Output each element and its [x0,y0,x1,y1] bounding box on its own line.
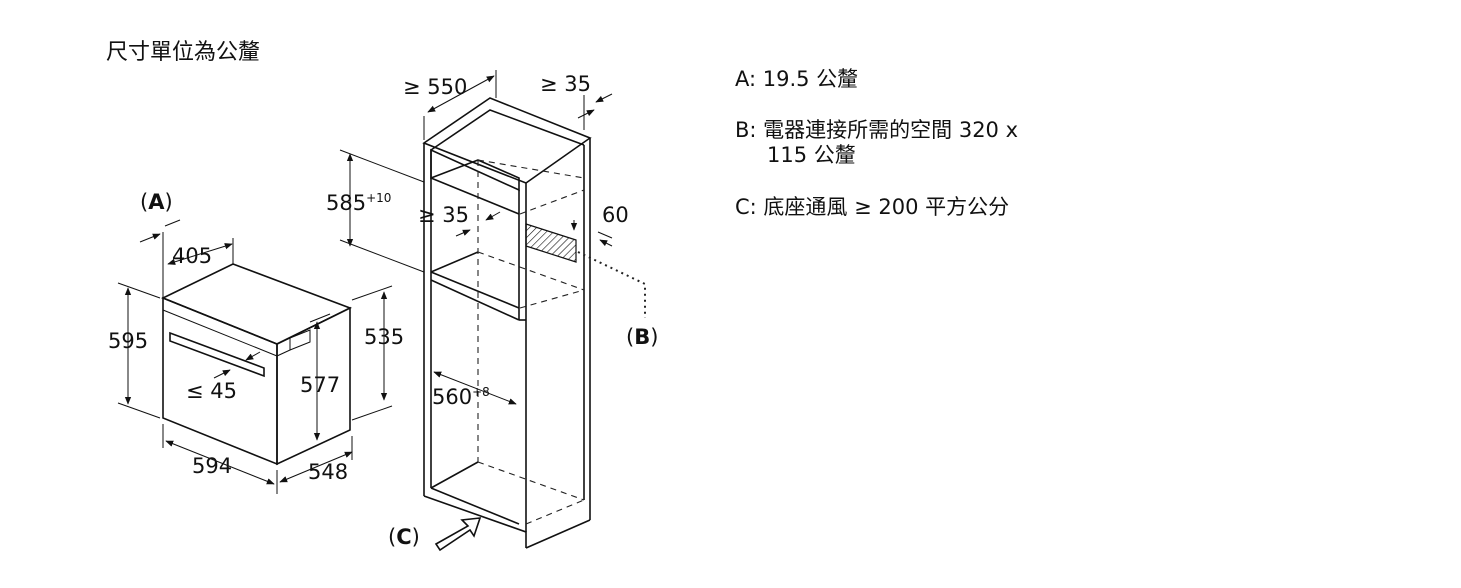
callout-b-letter: B [634,325,651,349]
cabinet-dimensions [339,70,613,552]
oven-depth-top-dim: 405 [172,244,213,268]
oven-right-height-dim: 535 [364,325,405,349]
handle-dim: ≤ 45 [186,379,237,403]
niche-width-tolerance: +8 [472,385,490,399]
callout-a-letter: A [148,190,165,214]
oven-height-dim: 595 [108,329,149,353]
front-gap-dim: ≥ 35 [418,203,469,227]
oven-depth-dim: 548 [308,460,349,484]
callout-c: (C) [388,525,420,549]
niche-width-dim: 560+8 [432,386,490,408]
oven-drawing [161,263,353,466]
unit-note: 尺寸單位為公釐 [106,40,261,65]
niche-width-value: 560 [432,385,473,409]
oven-dimensions [117,219,393,494]
niche-height-tolerance: +10 [366,191,392,205]
legend-b-line1: B: 電器連接所需的空間 320 x [735,118,1019,142]
cabinet-drawing [422,97,646,549]
legend-a: A: 19.5 公釐 [735,67,859,91]
vent-height-dim: 60 [602,203,629,227]
cabinet-depth-dim: ≥ 550 [403,75,468,99]
niche-height-value: 585 [326,191,367,215]
oven-inner-height-dim: 577 [300,373,341,397]
callout-b: (B) [626,325,659,349]
rear-gap-dim: ≥ 35 [540,72,591,96]
oven-width-dim: 594 [192,454,233,478]
legend-b-line2: 115 公釐 [767,143,856,167]
callout-c-letter: C [396,525,412,549]
legend-c: C: 底座通風 ≥ 200 平方公分 [735,195,1010,219]
callout-a: (A) [140,190,173,214]
niche-height-dim: 585+10 [326,192,391,214]
